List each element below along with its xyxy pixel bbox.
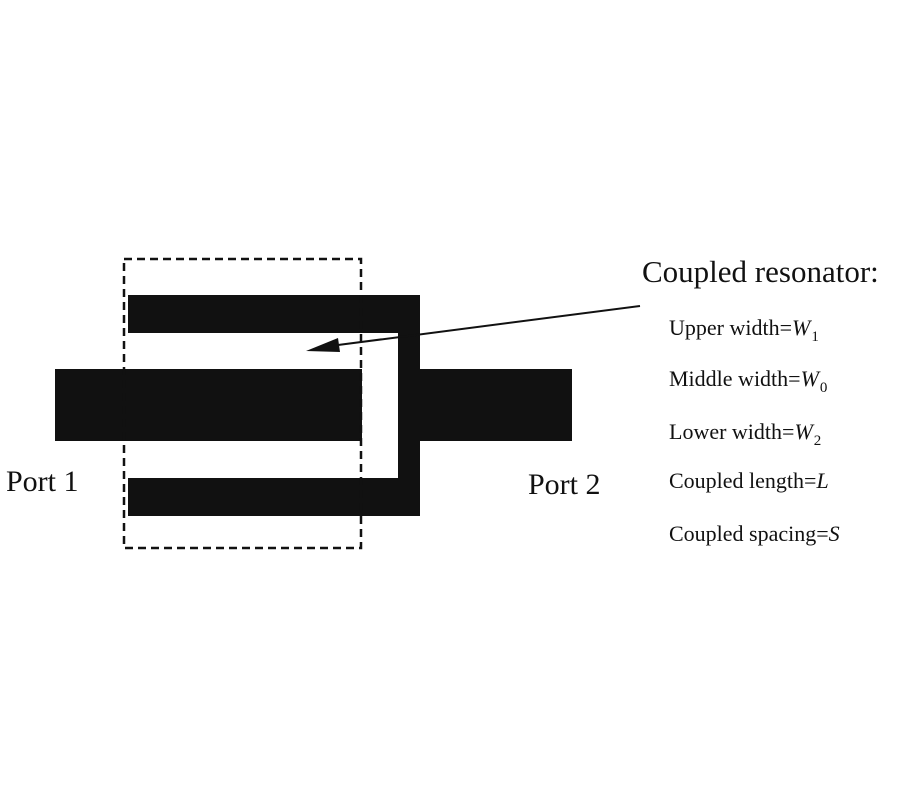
param-upper-width: Upper width=W1 [669, 315, 819, 345]
middle-strip-right [418, 369, 572, 441]
middle-strip-left [55, 369, 362, 441]
vertical-connector [398, 295, 420, 516]
port-2-label: Port 2 [528, 468, 601, 501]
param-coupled-spacing: Coupled spacing=S [669, 521, 840, 547]
param-prefix: Lower width= [669, 419, 795, 444]
param-coupled-length: Coupled length=L [669, 468, 829, 494]
param-var: L [816, 468, 829, 493]
param-prefix: Upper width= [669, 315, 792, 340]
param-var: W [792, 315, 811, 340]
param-sub: 0 [819, 380, 828, 396]
arrow-head [306, 338, 340, 352]
param-lower-width: Lower width=W2 [669, 419, 821, 449]
param-prefix: Middle width= [669, 366, 801, 391]
param-var: W [794, 419, 813, 444]
port-1-label: Port 1 [6, 465, 79, 498]
lower-arm [128, 478, 420, 516]
param-var: S [828, 521, 840, 546]
param-prefix: Coupled spacing= [669, 521, 829, 546]
arrow-line [337, 305, 641, 346]
dashed-boundary [122, 257, 363, 550]
param-sub: 1 [811, 329, 819, 345]
upper-arm [128, 295, 420, 333]
resonator-title: Coupled resonator: [642, 254, 879, 289]
param-sub: 2 [813, 433, 822, 449]
param-var: W [800, 366, 819, 391]
param-prefix: Coupled length= [669, 468, 817, 493]
param-middle-width: Middle width=W0 [669, 366, 827, 396]
